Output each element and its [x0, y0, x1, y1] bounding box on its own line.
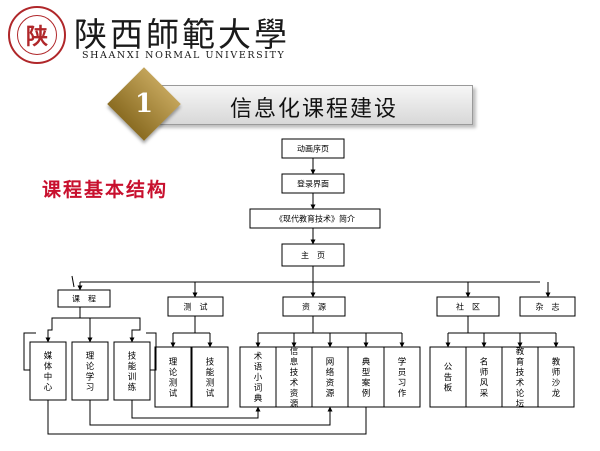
community-child-3-box	[537, 346, 575, 408]
title-bar: 信息化课程建设	[155, 85, 473, 125]
slide-number: 1	[134, 89, 154, 119]
resource-child-3-label: 典型案例	[362, 356, 371, 399]
resource-child-4-box	[383, 346, 421, 408]
university-name-cn: 陕西師範大學	[74, 15, 290, 54]
course-child-0-box	[29, 341, 67, 401]
resource-child-4-label: 学员习作	[398, 356, 407, 399]
section-resource-label: 资 源	[302, 302, 326, 312]
test-child-0-box	[154, 346, 192, 408]
community-child-1-box	[465, 346, 503, 408]
course-link-media	[45, 307, 81, 343]
resource-child-0-box	[239, 346, 277, 408]
header-band	[0, 0, 600, 72]
university-name-en: SHAANXI NORMAL UNIVERSITY	[82, 50, 286, 61]
course-link-skill	[80, 317, 141, 343]
section-magazine-box	[519, 296, 576, 317]
resource-child-1-box	[275, 346, 313, 408]
course-child-2-label: 技能训练	[128, 350, 137, 393]
section-course-label: 课 程	[72, 295, 96, 304]
section-resource-box	[282, 296, 346, 317]
course-child-2-box	[113, 341, 151, 401]
flow-home-label: 主 页	[301, 250, 325, 260]
course-loop-left	[23, 332, 36, 371]
return-line-3	[47, 400, 367, 435]
community-child-2-box	[501, 346, 539, 408]
flow-login-label: 登录界面	[297, 179, 329, 189]
community-child-1-label: 名师风采	[480, 356, 489, 399]
flow-anim-label: 动画序页	[297, 144, 329, 154]
community-child-2-label: 教育技术论坛	[516, 346, 525, 410]
community-child-0-box	[429, 346, 467, 408]
seal-character: 陕	[17, 15, 57, 55]
course-child-1-label: 理论学习	[86, 351, 95, 393]
return-line-2	[89, 400, 333, 426]
section-community-label: 社 区	[456, 302, 480, 312]
section-course-box	[57, 289, 111, 308]
community-child-0-label: 公告板	[444, 363, 453, 394]
course-child-1-box	[71, 341, 109, 401]
flow-intro-box	[249, 208, 381, 229]
section-test-label: 测 试	[184, 302, 208, 312]
section-magazine-label: 杂 志	[536, 302, 560, 312]
test-child-0-label: 理论测试	[169, 357, 178, 399]
resource-child-1-label: 信息技术资源	[290, 346, 299, 410]
test-child-1-box	[191, 346, 229, 408]
course-child-0-label: 媒体中心	[44, 351, 53, 393]
resource-child-0-label: 术语小词典	[254, 351, 263, 404]
course-loop-right	[146, 332, 157, 371]
course-tick	[71, 275, 75, 288]
test-child-1-label: 技能测试	[206, 356, 215, 399]
community-child-3-label: 教师沙龙	[552, 356, 561, 399]
university-seal-logo: 陕	[8, 6, 66, 64]
slide-title: 信息化课程建设	[229, 97, 398, 122]
resource-child-2-label: 网络资源	[326, 357, 335, 399]
section-heading: 课程基本结构	[42, 179, 169, 201]
flow-intro-label: 《现代教育技术》简介	[275, 214, 355, 224]
